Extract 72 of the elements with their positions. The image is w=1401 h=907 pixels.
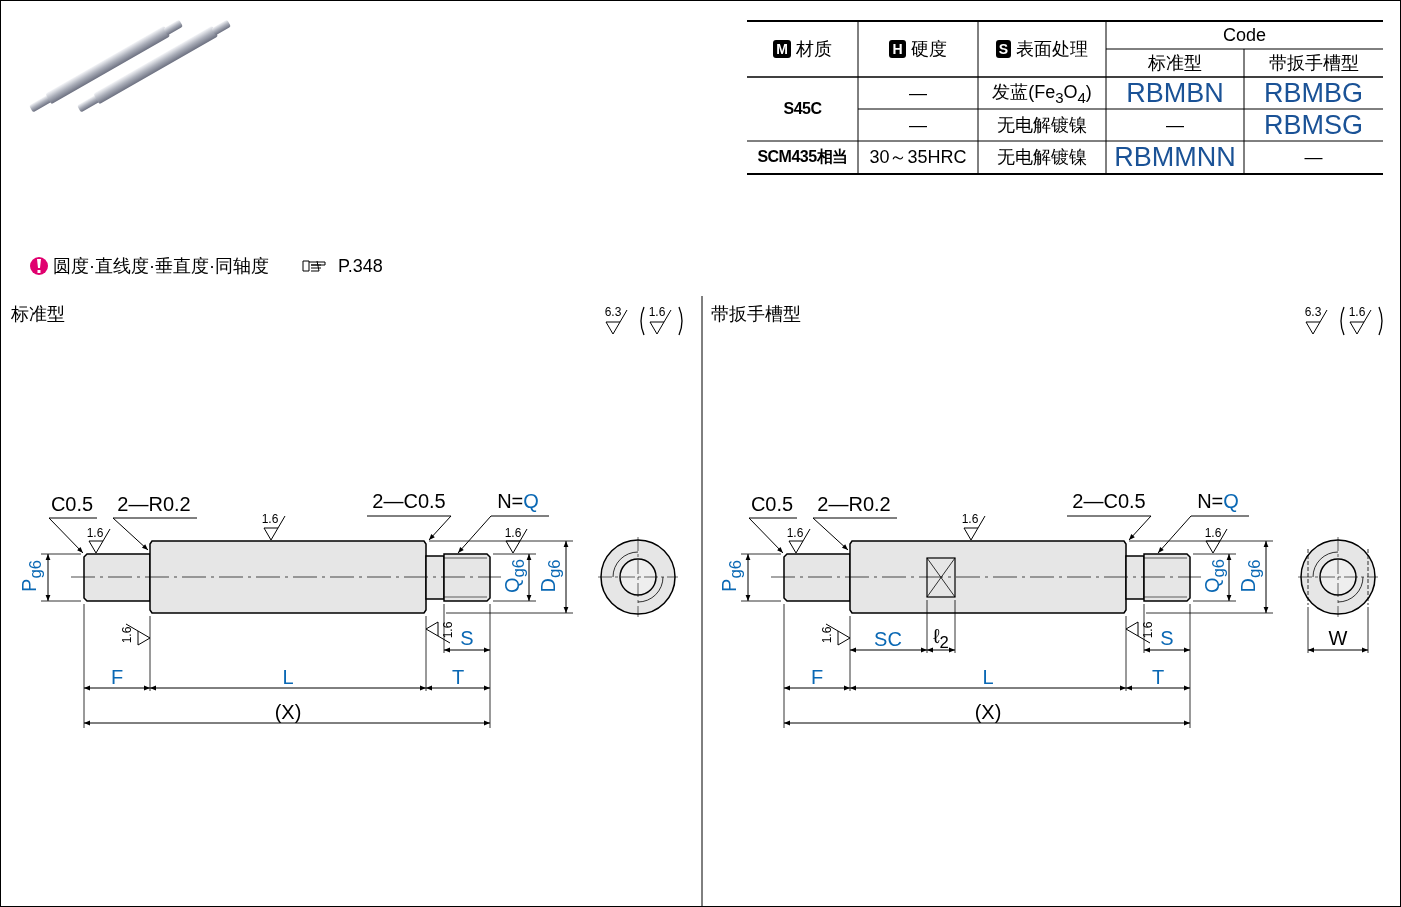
shaft-drawing [83, 540, 491, 614]
column-header: 标准型 [1148, 52, 1202, 75]
callout-text: N=Q [497, 491, 539, 511]
dimension-label: S [460, 628, 474, 648]
callout-text: 2—R0.2 [117, 494, 191, 514]
roughness-value: 1.6 [1142, 621, 1154, 639]
leader-line [366, 515, 452, 541]
column-header: Code [1223, 24, 1266, 46]
roughness-value: 1.6 [1348, 306, 1366, 318]
roughness-value: 1.6 [648, 306, 666, 318]
column-header: 带扳手槽型 [1268, 52, 1359, 75]
roughness-value: 1.6 [86, 527, 104, 539]
leader-line [457, 515, 550, 554]
callout-text: C0.5 [50, 494, 94, 514]
leader-line [812, 517, 898, 551]
dimension-label: F [110, 667, 124, 687]
section-title: 标准型 [11, 305, 65, 323]
table-text: S45C [783, 100, 822, 118]
table-text: SCM435相当 [757, 146, 848, 167]
dimension-label: L [982, 667, 994, 687]
roughness-value: 1.6 [821, 626, 833, 644]
product-code: RBMBG [1264, 77, 1363, 109]
leader-line [112, 517, 198, 551]
roughness-value: 6.3 [1304, 306, 1322, 318]
table-text: 无电解镀镍 [997, 146, 1087, 169]
table-text: 无电解镀镍 [997, 114, 1087, 137]
roughness-value: 1.6 [786, 527, 804, 539]
section-title: 带扳手槽型 [711, 305, 801, 323]
column-header: 材质 [795, 38, 832, 61]
leader-line [48, 517, 98, 554]
dimension-label: ℓ$_{2}$ [933, 626, 949, 652]
callout-text: C0.5 [750, 494, 794, 514]
product-code: RBMMNN [1114, 141, 1236, 173]
column-header: 表面处理 [1016, 38, 1089, 61]
dimension-label: (X) [274, 702, 302, 722]
letter-tag: H [889, 40, 906, 58]
page-reference: P.348 [338, 257, 383, 275]
table-text: — [1166, 114, 1184, 136]
callout-text: N=Q [1197, 491, 1239, 511]
roughness-value: 1.6 [121, 626, 133, 644]
roughness-value: 1.6 [504, 527, 522, 539]
dimension-label: W [1328, 628, 1348, 648]
callout-text: 2—C0.5 [1072, 491, 1146, 511]
letter-tag: M [773, 40, 791, 58]
roughness-value: 1.6 [1204, 527, 1222, 539]
column-header: 硬度 [910, 38, 947, 61]
dimension-label: F [810, 667, 824, 687]
callout-text: 2—R0.2 [817, 494, 891, 514]
table-text: 30～35HRC [869, 146, 967, 169]
product-code: RBMBN [1126, 77, 1224, 109]
dimension-label: S [1160, 628, 1174, 648]
dimension-label: SC [874, 629, 902, 649]
dimension-label: T [1151, 667, 1165, 687]
dimension-label: (X) [974, 702, 1002, 722]
note-text: 圆度·直线度·垂直度·同轴度 [53, 257, 269, 275]
letter-tag: S [995, 40, 1012, 58]
dimension-label: L [282, 667, 294, 687]
shaft-drawing [783, 540, 1191, 614]
table-text: — [909, 82, 927, 104]
roughness-value: 6.3 [604, 306, 622, 318]
roughness-value: 1.6 [261, 513, 279, 525]
leader-line [1066, 515, 1152, 541]
dimension-label: T [451, 667, 465, 687]
leader-line [1157, 515, 1250, 554]
leader-line [748, 517, 798, 554]
table-text: — [909, 114, 927, 136]
product-code: RBMSG [1264, 109, 1363, 141]
table-text: 发蓝(Fe$_{3}$O$_{4}$) [992, 81, 1092, 106]
roughness-value: 1.6 [442, 621, 454, 639]
table-text: — [1304, 146, 1323, 168]
roughness-value: 1.6 [961, 513, 979, 525]
callout-text: 2—C0.5 [372, 491, 446, 511]
